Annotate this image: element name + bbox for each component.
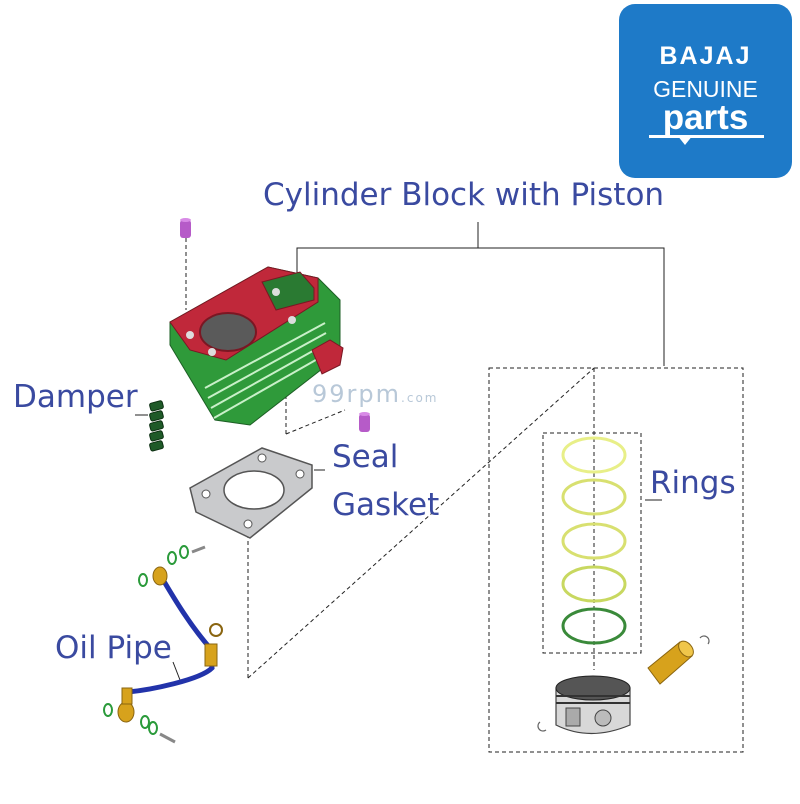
seal-dash bbox=[285, 409, 346, 435]
rings-box bbox=[542, 432, 642, 654]
rings-part bbox=[561, 436, 627, 645]
watermark: 99rpm.com bbox=[312, 380, 438, 408]
seal-stud bbox=[359, 412, 370, 432]
watermark-suffix: .com bbox=[401, 391, 439, 405]
piston-group-box bbox=[488, 367, 744, 753]
gasket-part bbox=[189, 447, 313, 539]
bajaj-genuine-parts-logo: BAJAJ GENUINE parts bbox=[619, 4, 792, 178]
piston-part bbox=[537, 675, 631, 734]
top-stud bbox=[180, 218, 191, 238]
label-damper: Damper bbox=[13, 379, 138, 415]
logo-line-2: GENUINE bbox=[653, 76, 758, 102]
logo-line-1: BAJAJ bbox=[659, 42, 752, 70]
damper-part bbox=[149, 400, 164, 452]
logo-underline bbox=[649, 135, 764, 138]
label-cylinder-block: Cylinder Block with Piston bbox=[263, 177, 665, 213]
leader-lines bbox=[135, 222, 665, 681]
diagonal-dash-1 bbox=[247, 367, 595, 679]
piston-pin bbox=[647, 635, 710, 685]
logo-arrow bbox=[677, 135, 693, 145]
label-oil-pipe: Oil Pipe bbox=[55, 630, 172, 666]
oil-pipe-part bbox=[103, 545, 223, 744]
cylinder-leader-left bbox=[296, 222, 479, 290]
label-seal: Seal bbox=[332, 439, 399, 475]
watermark-main: 99rpm bbox=[312, 380, 402, 408]
cylinder-leader-right bbox=[478, 247, 665, 366]
label-gasket: Gasket bbox=[332, 487, 440, 523]
oil-pipe-leader bbox=[172, 661, 181, 681]
cylinder-block bbox=[169, 266, 344, 426]
label-rings: Rings bbox=[650, 465, 736, 501]
logo-line-3: parts bbox=[662, 98, 749, 137]
